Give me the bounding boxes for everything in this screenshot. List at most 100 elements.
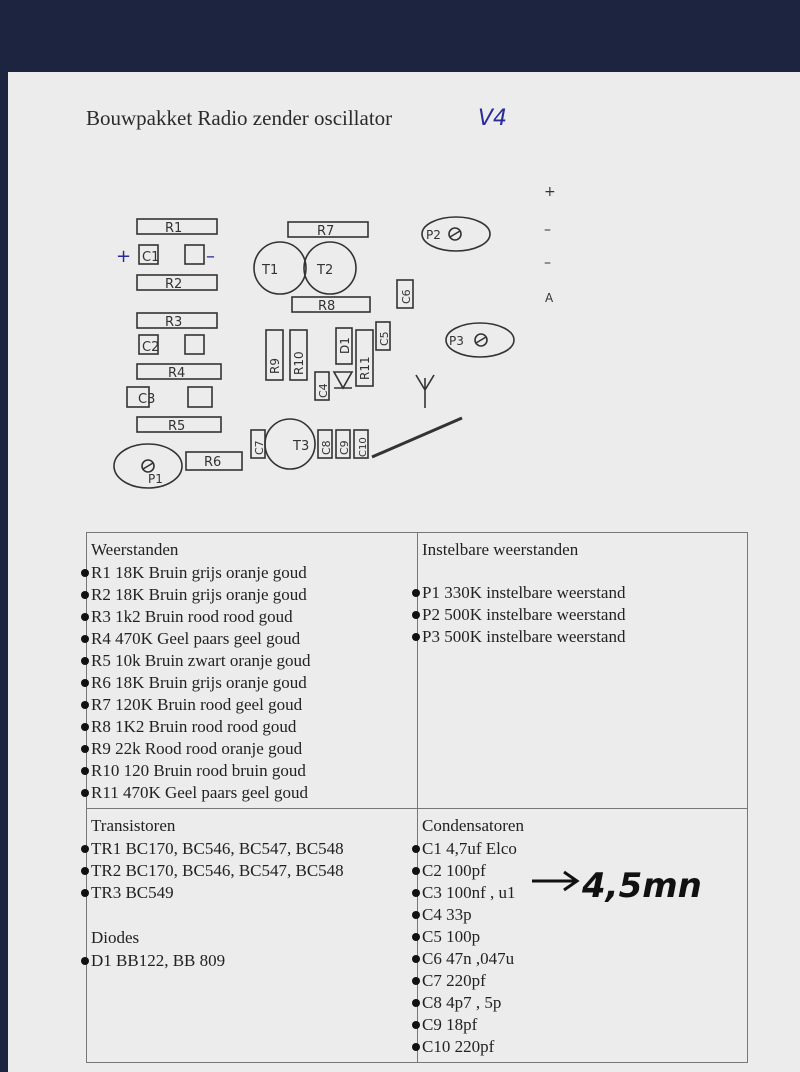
r1-label: R1 bbox=[165, 221, 182, 236]
c9-outline bbox=[335, 429, 351, 459]
weerstanden-heading: Weerstanden bbox=[91, 540, 179, 559]
condensatoren-heading: Condensatoren bbox=[422, 816, 524, 835]
page-title: Bouwpakket Radio zender oscillator bbox=[86, 106, 393, 130]
terminal-minus-2: – bbox=[544, 255, 551, 271]
p2-wiper-icon bbox=[448, 227, 462, 241]
c4-label: C4 bbox=[317, 383, 330, 398]
arrow-right-icon bbox=[532, 870, 580, 892]
terminal-plus: + bbox=[544, 184, 556, 200]
c1-minus-handwritten: – bbox=[206, 246, 215, 267]
c2-label: C2 bbox=[142, 340, 159, 355]
pcb-layout-diagram: + – R1 R2 R3 R4 R5 R6 R7 R8 C1 C2 C3 T1 … bbox=[113, 184, 556, 489]
c1-pad-right bbox=[184, 244, 205, 265]
p2-outline bbox=[421, 216, 491, 252]
p3-label: P3 bbox=[449, 334, 464, 348]
c1-label: C1 bbox=[142, 250, 159, 265]
list-item: TR2 BC170, BC546, BC547, BC548 bbox=[81, 860, 413, 882]
r7-label: R7 bbox=[317, 224, 334, 239]
c6-outline bbox=[396, 279, 414, 309]
list-item: R10 120 Bruin rood bruin goud bbox=[81, 760, 413, 782]
list-item: C4 33p bbox=[412, 904, 743, 926]
t2-outline bbox=[303, 241, 357, 295]
r6-outline bbox=[185, 451, 243, 471]
r7-outline bbox=[287, 221, 369, 238]
parts-table: Weerstanden R1 18K Bruin grijs oranje go… bbox=[81, 532, 748, 1063]
r1-outline bbox=[136, 218, 218, 235]
list-item: C10 220pf bbox=[412, 1036, 743, 1058]
r8-outline bbox=[291, 296, 371, 313]
list-item: P2 500K instelbare weerstand bbox=[412, 604, 743, 626]
r11-outline bbox=[355, 329, 374, 387]
list-item: C5 100p bbox=[412, 926, 743, 948]
c1-pad-left bbox=[138, 244, 159, 265]
r11-label: R11 bbox=[358, 356, 372, 380]
p3-outline bbox=[445, 322, 515, 358]
list-item: D1 BB122, BB 809 bbox=[81, 950, 413, 972]
c9-label: C9 bbox=[338, 440, 351, 455]
list-item: C2 100pf bbox=[412, 860, 743, 882]
c5-label: C5 bbox=[378, 331, 391, 346]
d1-outline bbox=[335, 327, 353, 365]
r9-outline bbox=[265, 329, 284, 381]
c3-label: C3 bbox=[138, 392, 155, 407]
antenna-wire bbox=[371, 416, 463, 459]
condensatoren-cell: Condensatoren C1 4,7uf Elco C2 100pf C3 … bbox=[412, 808, 748, 1063]
transistoren-heading: Transistoren bbox=[91, 816, 176, 835]
p1-wiper-icon bbox=[141, 459, 155, 473]
r4-outline bbox=[136, 363, 222, 380]
c8-label: C8 bbox=[320, 440, 333, 455]
r10-outline bbox=[289, 329, 308, 381]
list-item: C9 18pf bbox=[412, 1014, 743, 1036]
d1-symbol bbox=[332, 371, 354, 390]
version-handwritten: V4 bbox=[478, 106, 508, 131]
list-item: C8 4p7 , 5p bbox=[412, 992, 743, 1014]
list-item: TR1 BC170, BC546, BC547, BC548 bbox=[81, 838, 413, 860]
list-item: R9 22k Rood rood oranje goud bbox=[81, 738, 413, 760]
list-item: R2 18K Bruin grijs oranje goud bbox=[81, 584, 413, 606]
d1-label: D1 bbox=[338, 337, 352, 354]
c2-pad-left bbox=[138, 334, 159, 355]
t1-outline bbox=[253, 241, 307, 295]
antenna-icon bbox=[415, 374, 435, 408]
list-item: R11 470K Geel paars geel goud bbox=[81, 782, 413, 804]
r8-label: R8 bbox=[318, 299, 335, 314]
c8-outline bbox=[317, 429, 333, 459]
list-item: P1 330K instelbare weerstand bbox=[412, 582, 743, 604]
list-item: C3 100nf , u1 bbox=[412, 882, 743, 904]
instelbare-heading: Instelbare weerstanden bbox=[422, 540, 579, 559]
weerstanden-cell: Weerstanden R1 18K Bruin grijs oranje go… bbox=[81, 532, 418, 809]
c1-plus-handwritten: + bbox=[116, 246, 131, 267]
list-item: R3 1k2 Bruin rood rood goud bbox=[81, 606, 413, 628]
instelbare-cell: Instelbare weerstanden P1 330K instelbar… bbox=[412, 532, 748, 809]
list-item: P3 500K instelbare weerstand bbox=[412, 626, 743, 648]
handwritten-note: 4,5mn bbox=[582, 866, 702, 906]
list-item: R8 1K2 Bruin rood rood goud bbox=[81, 716, 413, 738]
transistoren-cell: Transistoren TR1 BC170, BC546, BC547, BC… bbox=[81, 808, 418, 1063]
r4-label: R4 bbox=[168, 366, 185, 381]
t3-label: T3 bbox=[292, 439, 309, 454]
r5-outline bbox=[136, 416, 222, 433]
list-item: C6 47n ,047u bbox=[412, 948, 743, 970]
t2-label: T2 bbox=[316, 263, 333, 278]
c6-label: C6 bbox=[400, 289, 413, 304]
c3-pad-left bbox=[126, 386, 150, 408]
list-item: R6 18K Bruin grijs oranje goud bbox=[81, 672, 413, 694]
c4-outline bbox=[314, 371, 330, 401]
r2-label: R2 bbox=[165, 277, 182, 292]
c5-outline bbox=[375, 321, 391, 351]
list-item: R7 120K Bruin rood geel goud bbox=[81, 694, 413, 716]
list-item: R1 18K Bruin grijs oranje goud bbox=[81, 562, 413, 584]
diodes-heading: Diodes bbox=[91, 928, 140, 947]
list-item: C1 4,7uf Elco bbox=[412, 838, 743, 860]
r3-outline bbox=[136, 312, 218, 329]
r3-label: R3 bbox=[165, 315, 182, 330]
c10-outline bbox=[353, 429, 369, 459]
c2-pad-right bbox=[184, 334, 205, 355]
terminal-minus-1: – bbox=[544, 222, 551, 238]
c7-outline bbox=[250, 429, 266, 459]
p1-label: P1 bbox=[148, 472, 163, 486]
t1-label: T1 bbox=[261, 263, 278, 278]
list-item: R4 470K Geel paars geel goud bbox=[81, 628, 413, 650]
p3-wiper-icon bbox=[474, 333, 488, 347]
r5-label: R5 bbox=[168, 419, 185, 434]
